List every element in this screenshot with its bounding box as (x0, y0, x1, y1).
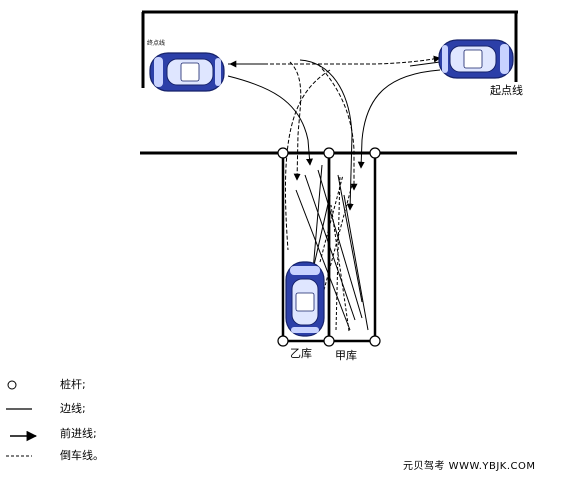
pole-icon (369, 335, 381, 347)
reverse-arc-right (317, 63, 358, 191)
garage-b-label: 乙库 (290, 347, 312, 360)
pole-icon (277, 147, 289, 159)
maneuver-line (317, 169, 363, 319)
start-line-label: 起点线 (490, 84, 523, 97)
pole-icon (323, 335, 335, 347)
pole-icon (369, 147, 381, 159)
end-line-label: 终点线 (147, 40, 166, 47)
maneuver-line (295, 189, 351, 331)
legend-pole-icon (7, 380, 17, 390)
pole-icon (277, 335, 289, 347)
maneuver-line (337, 174, 363, 303)
maneuver-line (335, 174, 341, 331)
forward-arc-left (227, 75, 313, 166)
footer-watermark: 元贝驾考 WWW.YBJK.COM (403, 461, 536, 472)
garage-a-label: 甲库 (335, 349, 357, 362)
car-icon (438, 39, 514, 79)
legend-forward-text: 前进线; (60, 427, 97, 440)
forward-arc-right (357, 69, 441, 169)
forward-from-start (409, 61, 441, 67)
forward-arc-exit (299, 59, 354, 211)
reverse-arc-left (289, 61, 302, 181)
legend-reverse-text: 倒车线。 (60, 449, 104, 462)
dashed-path-top (228, 55, 441, 65)
pole-icon (323, 147, 335, 159)
reverse-arc-long (284, 69, 331, 251)
legend-edge-text: 边线; (60, 402, 86, 415)
maneuver-line (323, 184, 353, 291)
maneuver-line (343, 194, 369, 331)
maneuver-line (304, 174, 356, 321)
car-icon (149, 52, 225, 92)
maneuver-line (330, 204, 350, 332)
car-icon (285, 261, 325, 337)
legend-pole-text: 桩杆; (60, 378, 86, 391)
